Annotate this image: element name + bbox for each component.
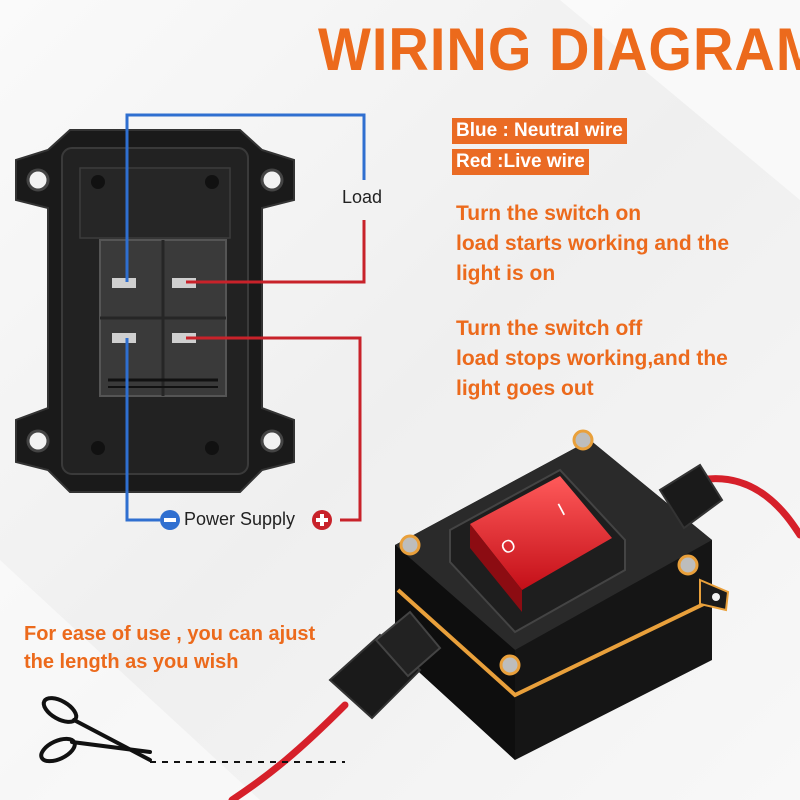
note-line: light is on (456, 262, 556, 285)
neutral-wire-supply (125, 338, 160, 522)
note-line: Turn the switch on (456, 202, 642, 225)
note-switch-off: Turn the switch off load stops working,a… (456, 314, 728, 404)
load-label: Load (342, 187, 383, 207)
terminal-4 (172, 333, 196, 343)
scissors-icon (39, 696, 152, 764)
switch-top-view (15, 129, 295, 493)
note-line: load stops working,and the (456, 347, 728, 370)
note-switch-on: Turn the switch on load starts working a… (456, 199, 729, 289)
live-wire-supply (186, 336, 362, 522)
switch-box: I O (395, 429, 730, 760)
plus-icon (312, 510, 332, 530)
diagram-title: WIRING DIAGRAM (318, 15, 800, 84)
red-cable (228, 475, 800, 800)
mount-hole-tl (26, 168, 50, 192)
note-line: load starts working and the (456, 232, 730, 255)
mount-hole-bl (26, 429, 50, 453)
terminal-3 (112, 333, 136, 343)
rocker-button (470, 476, 612, 590)
note-adjust-length: For ease of use , you can ajust the leng… (24, 620, 315, 676)
note-line: light goes out (456, 377, 594, 400)
terminal-2 (172, 278, 196, 288)
cable-gland-left (328, 610, 442, 720)
note-line: Turn the switch off (456, 317, 643, 340)
mount-hole-tr (260, 168, 284, 192)
gasket (396, 588, 713, 698)
legend-blue-wire: Blue : Neutral wire (452, 118, 627, 144)
legend-red-wire: Red :Live wire (452, 149, 589, 175)
minus-icon (160, 510, 180, 530)
cable-gland-right (658, 463, 724, 530)
live-wire-load (186, 220, 366, 284)
wiring (125, 113, 366, 522)
terminal-1 (112, 278, 136, 288)
note-line: the length as you wish (24, 651, 239, 673)
neutral-wire-load (125, 113, 366, 282)
note-line: For ease of use , you can ajust (24, 623, 316, 645)
mount-hole-br (260, 429, 284, 453)
power-supply-label: Power Supply (184, 509, 296, 529)
